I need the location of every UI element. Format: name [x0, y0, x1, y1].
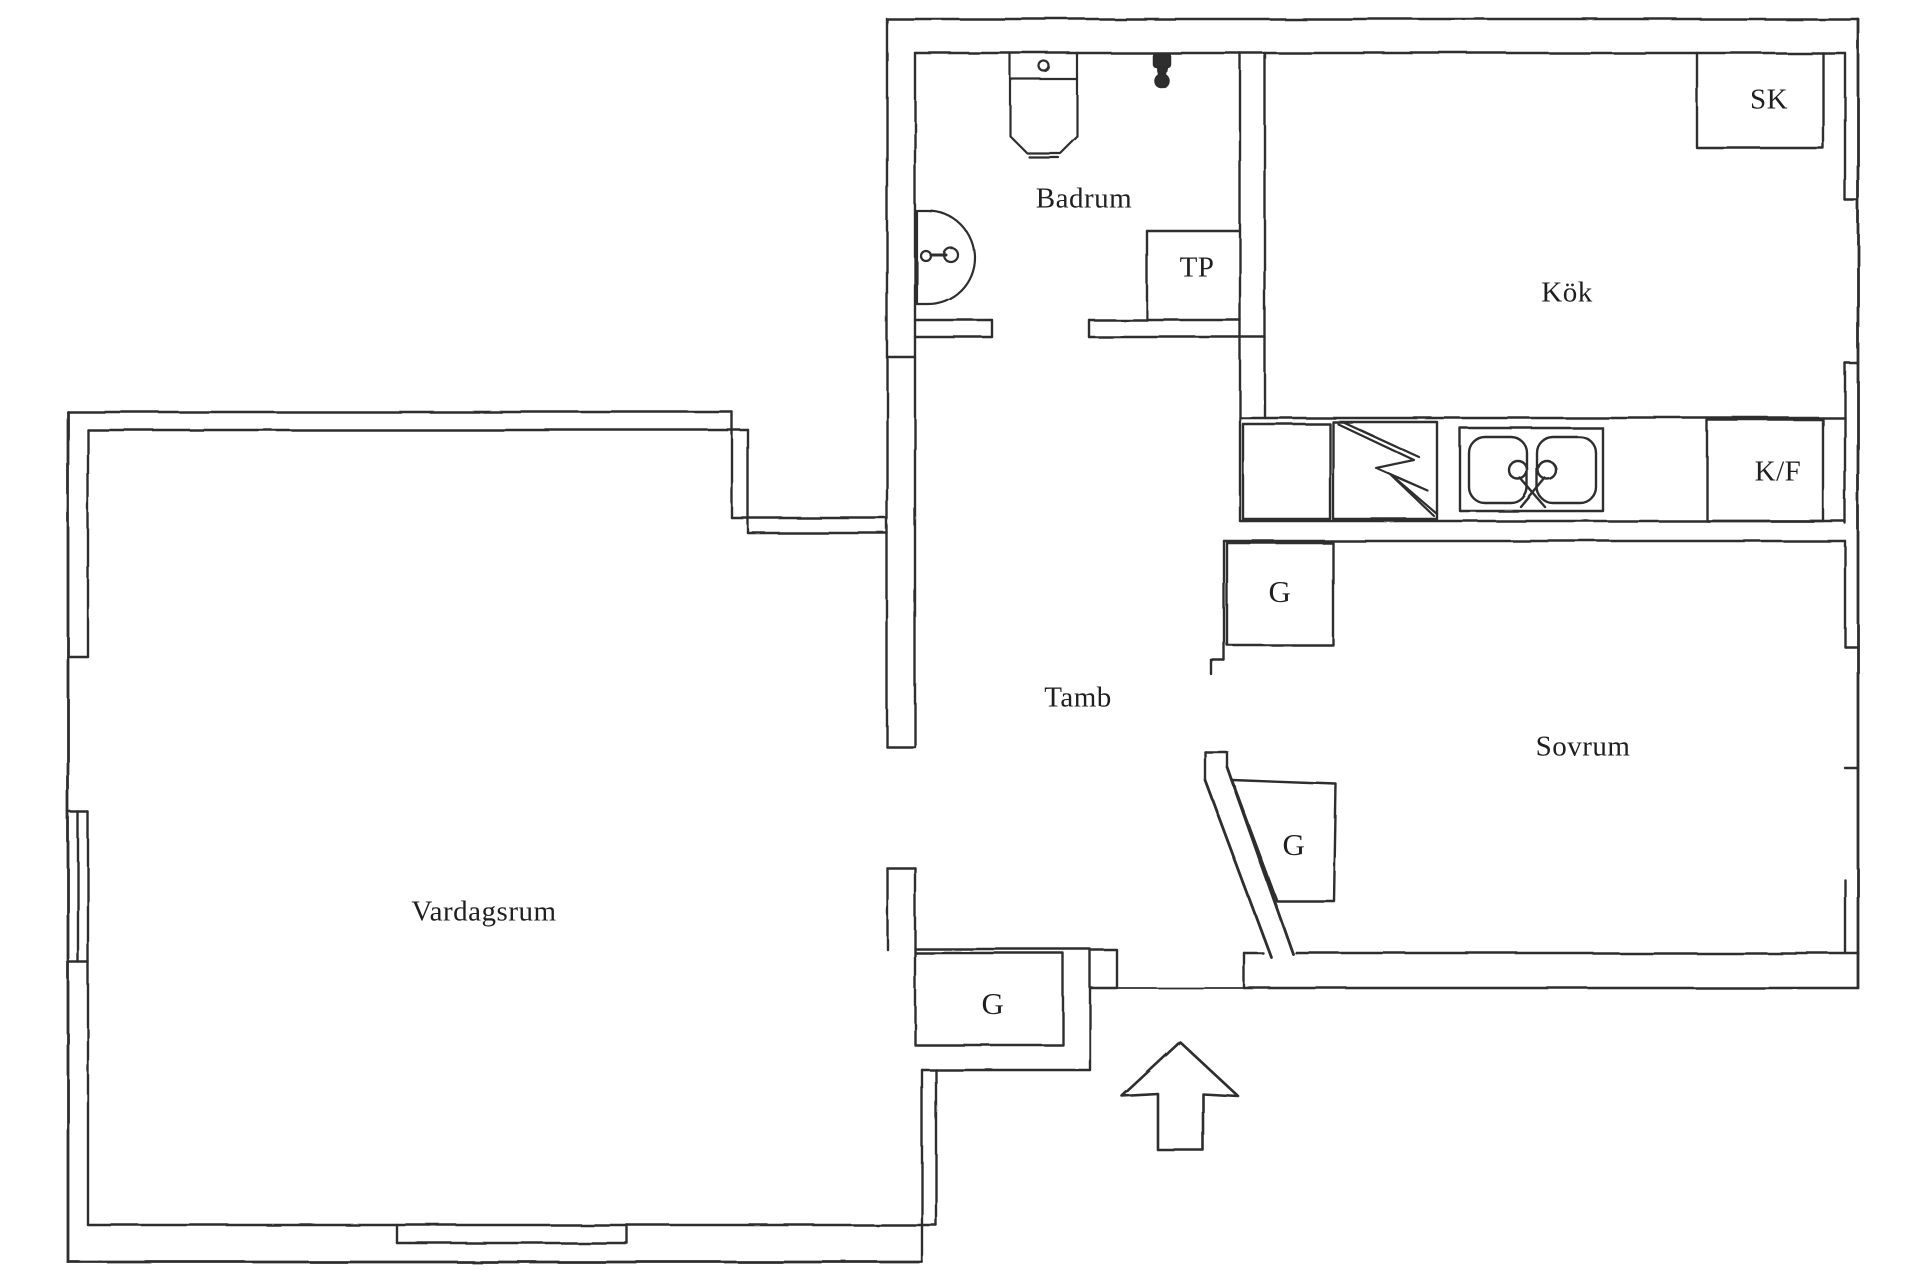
sk-closet-box [1695, 51, 1825, 150]
door-jamb [1088, 948, 1119, 990]
closet-label-g-kok: G [1268, 574, 1292, 609]
g-closet-kok-box [1225, 541, 1335, 647]
g-closet-sovrum-box [1230, 778, 1338, 903]
closet-label-g-hall: G [981, 986, 1005, 1021]
fridge-freezer-box [1705, 418, 1825, 523]
cabinet-box [1241, 422, 1332, 521]
entry-arrow-icon [1120, 1040, 1240, 1152]
double-sink-icon [1458, 426, 1605, 513]
badrum-walls [913, 51, 1267, 420]
shower-mixer-icon [1152, 52, 1171, 89]
room-label-tamb: Tamb [1044, 681, 1112, 714]
sovrum-walls [1203, 539, 1860, 990]
washbasin-icon [915, 209, 976, 306]
closet-label-g-sovrum: G [1282, 827, 1306, 862]
closet-label-kf: K/F [1754, 455, 1802, 488]
room-label-vardagsrum: Vardagsrum [411, 895, 557, 928]
room-label-badrum: Badrum [1035, 182, 1133, 215]
vardagsrum-walls [66, 410, 938, 1264]
tamb-west-wall [885, 866, 917, 955]
toilet-icon [1008, 51, 1079, 159]
room-label-sovrum: Sovrum [1535, 730, 1631, 763]
room-label-kok: Kök [1541, 276, 1593, 309]
upper-block-walls [885, 17, 1860, 990]
kitchen-counter [1238, 416, 1847, 523]
stove-box [1331, 420, 1439, 521]
stove-icon [1336, 420, 1439, 518]
g-closet-hall-box [913, 951, 1065, 1047]
entrance-walls [913, 947, 1245, 1264]
closet-label-sk: SK [1749, 83, 1789, 116]
closet-label-tp: TP [1179, 251, 1215, 284]
